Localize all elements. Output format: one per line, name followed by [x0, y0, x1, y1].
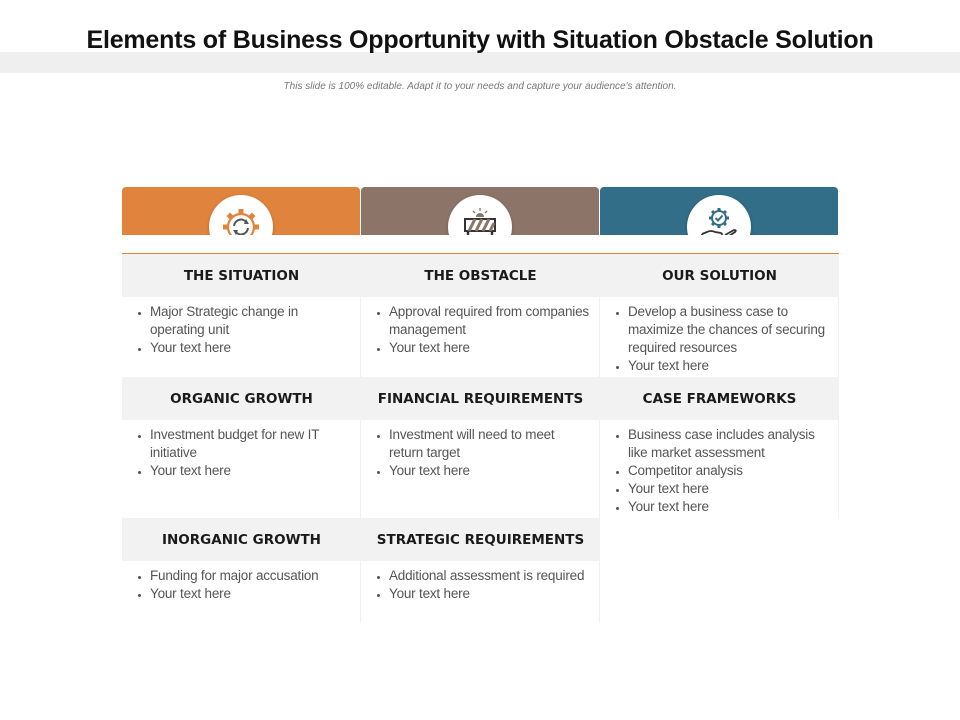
cell-body: Investment will need to meet return targ… [361, 420, 600, 518]
body-row: Funding for major accusation Your text h… [122, 561, 839, 623]
body-row: Major Strategic change in operating unit… [122, 297, 839, 377]
bullet-item: Additional assessment is required [389, 567, 591, 585]
opportunity-board: THE SITUATION THE OBSTACLE OUR SOLUTION … [122, 187, 839, 623]
bullet-item: Your text here [628, 498, 830, 516]
cell-body: Business case includes analysis like mar… [600, 420, 839, 518]
bullet-item: Your text here [628, 480, 830, 498]
cell-body: Funding for major accusation Your text h… [122, 561, 361, 623]
bullet-item: Major Strategic change in operating unit [150, 303, 352, 339]
cell-body: Develop a business case to maximize the … [600, 297, 839, 377]
bullet-item: Investment budget for new IT initiative [150, 426, 352, 462]
bullet-item: Your text here [150, 462, 352, 480]
title-row: THE SITUATION THE OBSTACLE OUR SOLUTION [122, 254, 839, 297]
cell-body: Investment budget for new IT initiative … [122, 420, 361, 518]
bullet-item: Your text here [389, 339, 591, 357]
solution-header [600, 187, 838, 259]
bullet-item: Your text here [150, 585, 352, 603]
content-grid: THE SITUATION THE OBSTACLE OUR SOLUTION … [122, 254, 839, 623]
bullet-item: Competitor analysis [628, 462, 830, 480]
obstacle-header [361, 187, 599, 259]
bullet-item: Your text here [150, 339, 352, 357]
title-band [0, 52, 960, 73]
title-row: INORGANIC GROWTH STRATEGIC REQUIREMENTS [122, 518, 839, 561]
cell-title-strategic-requirements: STRATEGIC REQUIREMENTS [361, 518, 600, 561]
cell-title-organic-growth: ORGANIC GROWTH [122, 377, 361, 420]
header-gap [122, 235, 839, 253]
header-rule [122, 253, 839, 254]
bullet-item: Your text here [389, 585, 591, 603]
cell-title-inorganic-growth: INORGANIC GROWTH [122, 518, 361, 561]
cell-title-situation: THE SITUATION [122, 254, 361, 297]
cell-title-case-frameworks: CASE FRAMEWORKS [600, 377, 839, 420]
page-subtitle: This slide is 100% editable. Adapt it to… [283, 81, 677, 92]
body-row: Investment budget for new IT initiative … [122, 420, 839, 518]
situation-header [122, 187, 360, 259]
cell-body: Additional assessment is required Your t… [361, 561, 600, 623]
bullet-item: Business case includes analysis like mar… [628, 426, 830, 462]
bullet-item: Approval required from companies managem… [389, 303, 591, 339]
cell-body: Major Strategic change in operating unit… [122, 297, 361, 377]
cell-body: Approval required from companies managem… [361, 297, 600, 377]
empty-cell [600, 518, 839, 561]
barrier-icon [464, 208, 496, 245]
bullet-item: Investment will need to meet return targ… [389, 426, 591, 462]
page-title: Elements of Business Opportunity with Si… [86, 26, 874, 54]
cell-title-solution: OUR SOLUTION [600, 254, 839, 297]
bullet-item: Your text here [628, 357, 830, 375]
bullet-item: Funding for major accusation [150, 567, 352, 585]
bullet-item: Develop a business case to maximize the … [628, 303, 830, 357]
cell-title-financial-requirements: FINANCIAL REQUIREMENTS [361, 377, 600, 420]
empty-cell [600, 561, 839, 623]
bullet-item: Your text here [389, 462, 591, 480]
title-row: ORGANIC GROWTH FINANCIAL REQUIREMENTS CA… [122, 377, 839, 420]
icon-header-row [122, 187, 839, 259]
cell-title-obstacle: THE OBSTACLE [361, 254, 600, 297]
